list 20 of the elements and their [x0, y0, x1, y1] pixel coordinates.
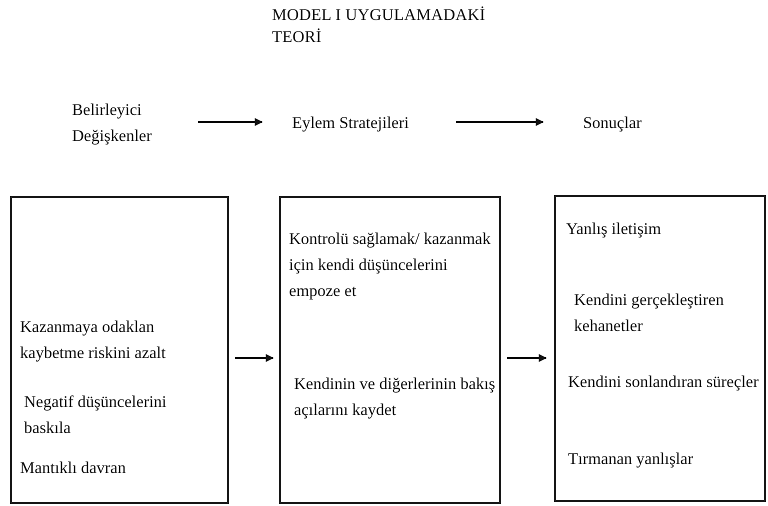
arrow: [198, 118, 263, 126]
list-item: Kontrolü sağlamak/ kazanmak için kendi düşüncelerini empoze et: [289, 228, 492, 302]
stage-label: Eylem Stratejileri: [292, 112, 410, 134]
diagram-title: MODEL I UYGULAMADAKİ TEORİ: [272, 4, 486, 48]
list-item: Tırmanan yanlışlar: [568, 448, 694, 470]
stage-label: Belirleyici Değişkenler: [72, 99, 153, 147]
list-item: Yanlış iletişim: [566, 218, 662, 240]
list-item: Negatif düşüncelerini baskıla: [24, 391, 168, 439]
list-item: Kazanmaya odaklan kaybetme riskini azalt: [20, 316, 167, 364]
arrow: [456, 118, 544, 126]
list-item: Kendini sonlandıran süreçler: [568, 371, 760, 393]
stage-label: Sonuçlar: [583, 112, 643, 134]
list-item: Kendinin ve diğerlerinin bakış açılarını kaydet: [294, 373, 496, 421]
text-box: [10, 196, 229, 504]
arrow: [235, 354, 274, 362]
list-item: Kendini gerçekleştiren kehanetler: [574, 289, 725, 337]
arrow: [507, 354, 547, 362]
text-box: [279, 196, 501, 504]
text-box: [554, 195, 766, 502]
list-item: Mantıklı davran: [20, 457, 127, 479]
